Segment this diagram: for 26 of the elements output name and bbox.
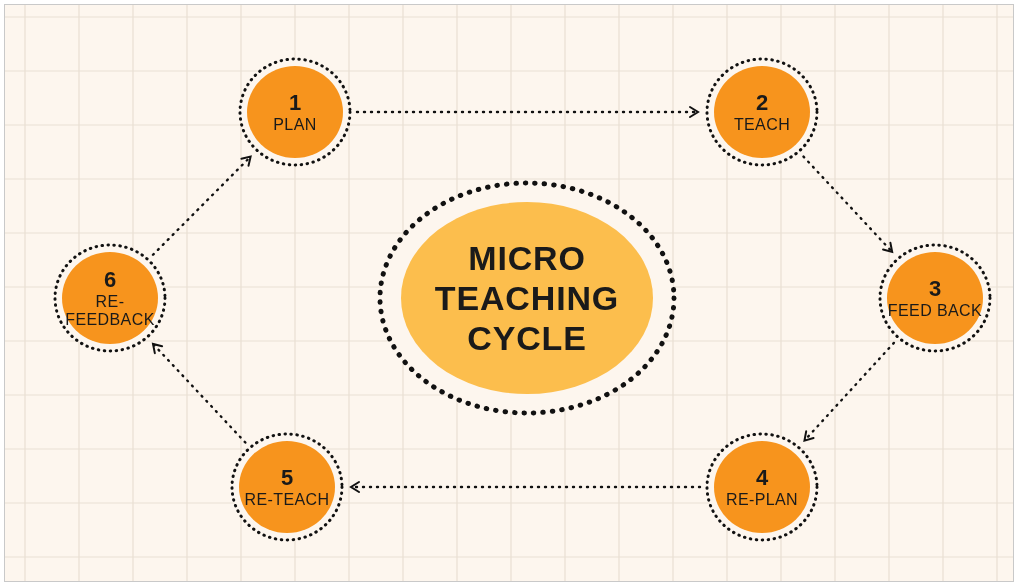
step-circle xyxy=(704,431,820,543)
step-label: FEED BACK xyxy=(887,302,983,320)
step-label: RE-PLAN xyxy=(725,491,799,509)
step-number: 4 xyxy=(755,465,769,491)
step-number: 6 xyxy=(103,267,117,293)
step-circle xyxy=(229,431,345,543)
step-label: RE-FEEDBACK xyxy=(64,293,156,329)
step-number: 3 xyxy=(928,276,942,302)
step-circle xyxy=(704,56,820,168)
step-number: 5 xyxy=(280,465,294,491)
dotted-arrow xyxy=(349,481,702,493)
step-circle xyxy=(52,242,168,354)
dotted-arrow xyxy=(151,342,247,444)
step-label: TEACH xyxy=(733,116,791,134)
step-circle xyxy=(877,242,993,354)
title-circle xyxy=(377,180,677,416)
dotted-arrow xyxy=(802,155,894,254)
cycle-title: MICRO TEACHING CYCLE xyxy=(433,238,621,358)
step-label: PLAN xyxy=(273,116,317,134)
step-circle xyxy=(237,56,353,168)
step-number: 1 xyxy=(288,90,302,116)
step-label: RE-TEACH xyxy=(244,491,330,509)
dotted-arrow xyxy=(803,341,896,442)
dotted-arrow xyxy=(151,155,252,256)
dotted-arrow xyxy=(355,106,700,118)
step-number: 2 xyxy=(755,90,769,116)
